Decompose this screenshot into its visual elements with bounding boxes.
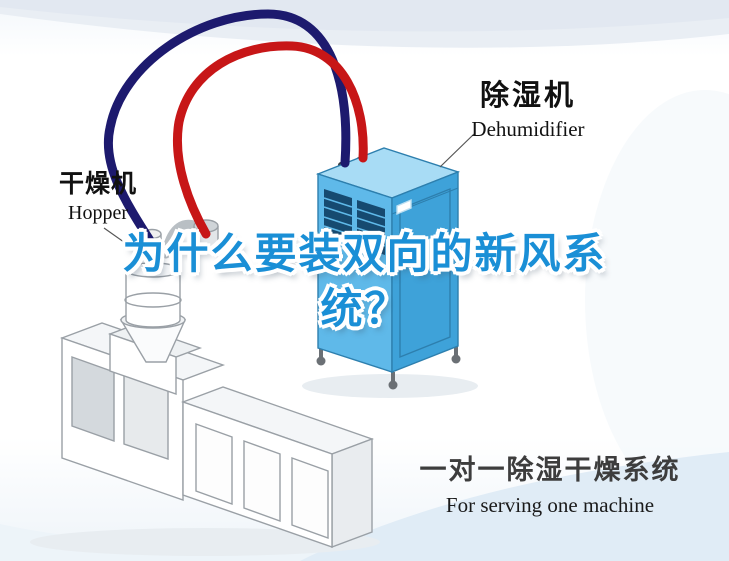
hopper-label-zh: 干燥机 [58,169,137,198]
loader-pipe [161,219,201,259]
bottom-wave-blue [300,452,729,561]
hopper-label-en: Hopper [68,202,128,224]
dehumidifier-side-face [391,170,459,374]
dehumidifier-label: 除湿机 Dehumidifier [450,72,606,142]
caption: 一对一除湿干燥系统 For serving one machine [405,448,695,518]
hopper-cylinder [125,269,181,328]
extruder-shadow [30,528,380,556]
right-block-end [331,437,373,549]
dehumidifier-machine [302,147,478,398]
door-handle [443,255,446,267]
main-title-line1: 为什么要装双向的新风系 [122,229,607,278]
caption-zh: 一对一除湿干燥系统 [419,455,681,486]
hopper-leader-line [103,227,139,253]
dry-air-hose-red [172,41,368,239]
door-panel-1 [195,423,233,505]
caster-wheel [388,380,398,390]
leader-lines [103,133,475,253]
left-panel-a [71,356,115,442]
top-wave-inner [0,0,729,32]
casters [316,346,461,390]
caster-stem [454,346,458,356]
door-panel-3 [291,457,329,539]
hopper-flange [124,292,182,308]
extruder-machine [30,219,380,556]
vent-grille [323,189,386,255]
name-plate [396,198,412,216]
dehumidifier-label-zh: 除湿机 [479,78,576,112]
vent-patch-2 [357,200,385,255]
main-title: 为什么要装双向的新风系 统？ [0,226,729,337]
dehumidifier-label-en: Dehumidifier [471,117,585,141]
dehumidifier-leader-line [439,133,475,168]
hopper-label: 干燥机 Hopper [48,164,148,225]
hopper-dome-base [125,262,181,278]
right-soft-blob [585,90,729,510]
vent-slats-1 [323,197,353,236]
caster-wheel [451,354,461,364]
caster-stem [319,348,323,358]
side-door [399,187,451,359]
caster-stem [391,372,395,382]
vent-slats-2 [356,208,386,247]
vent-patch-1 [324,189,352,244]
caster-wheel [316,356,326,366]
caption-en: For serving one machine [445,493,655,517]
main-title-line2: 统？ [320,284,409,334]
door-panel-2 [243,440,281,522]
